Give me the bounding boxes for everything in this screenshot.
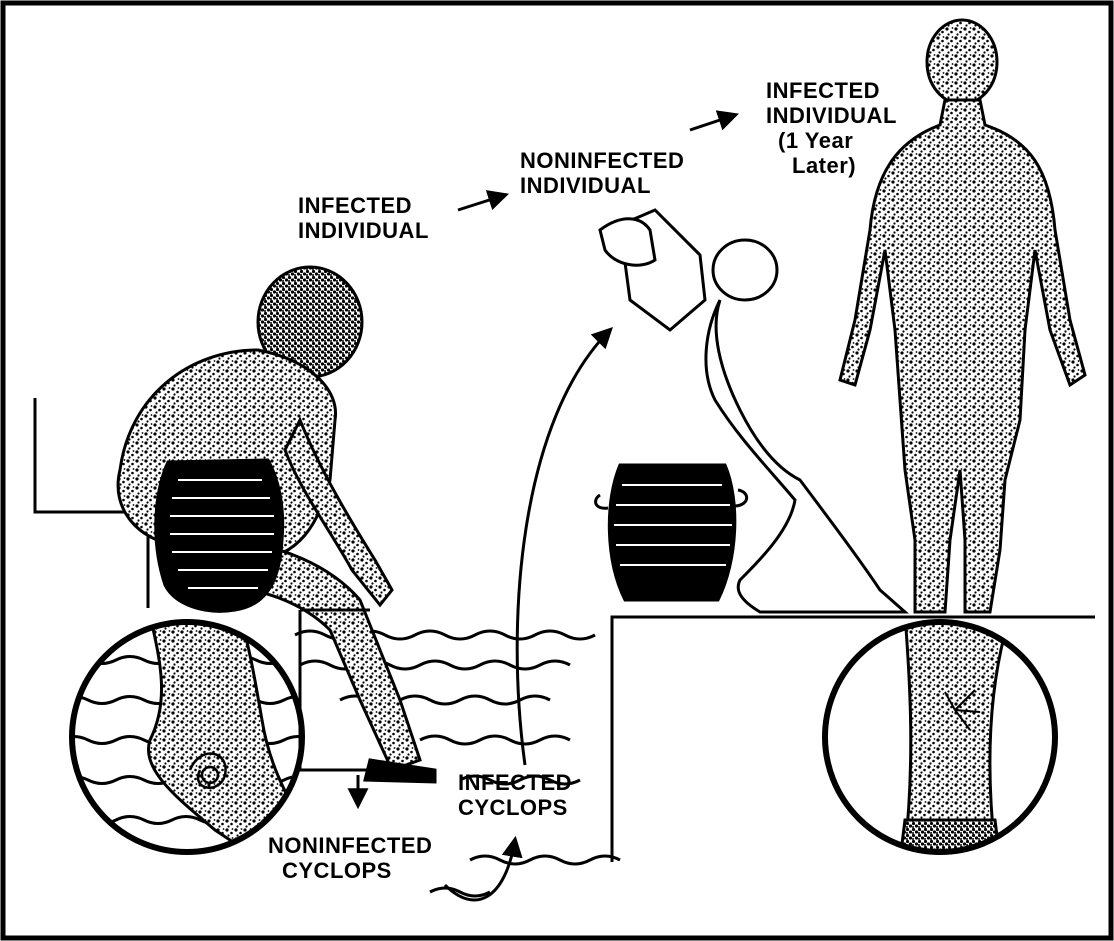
label-infected-cyclops-line2: CYCLOPS bbox=[458, 795, 572, 820]
label-infected-individual-line1: INFECTED bbox=[298, 193, 429, 218]
magnified-leg-circle-right bbox=[825, 615, 1055, 860]
label-infected-cyclops-line1: INFECTED bbox=[458, 770, 572, 795]
label-later-line4: Later) bbox=[766, 153, 897, 178]
arrow-infected-cyclops-to-drinker bbox=[517, 330, 610, 765]
label-infected-individual-later: INFECTED INDIVIDUAL (1 Year Later) bbox=[766, 78, 897, 178]
label-noninfected-individual-line2: INDIVIDUAL bbox=[520, 173, 684, 198]
label-infected-individual: INFECTED INDIVIDUAL bbox=[298, 193, 429, 243]
label-noninfected-individual-line1: NONINFECTED bbox=[520, 148, 684, 173]
label-noninfected-individual: NONINFECTED INDIVIDUAL bbox=[520, 148, 684, 198]
arrow-infected-to-noninfected bbox=[458, 195, 505, 210]
label-noninfected-cyclops-line2: CYCLOPS bbox=[268, 858, 432, 883]
label-infected-cyclops: INFECTED CYCLOPS bbox=[458, 770, 572, 820]
water-jar-left bbox=[156, 460, 283, 611]
arrow-noninfected-to-later bbox=[690, 115, 735, 130]
label-later-line2: INDIVIDUAL bbox=[766, 103, 897, 128]
magnified-leg-circle-left bbox=[60, 615, 312, 860]
label-later-line3: (1 Year bbox=[766, 128, 897, 153]
label-noninfected-cyclops-line1: NONINFECTED bbox=[268, 833, 432, 858]
water-jar-right bbox=[596, 465, 747, 600]
label-infected-individual-line2: INDIVIDUAL bbox=[298, 218, 429, 243]
label-later-line1: INFECTED bbox=[766, 78, 897, 103]
label-noninfected-cyclops: NONINFECTED CYCLOPS bbox=[268, 833, 432, 883]
